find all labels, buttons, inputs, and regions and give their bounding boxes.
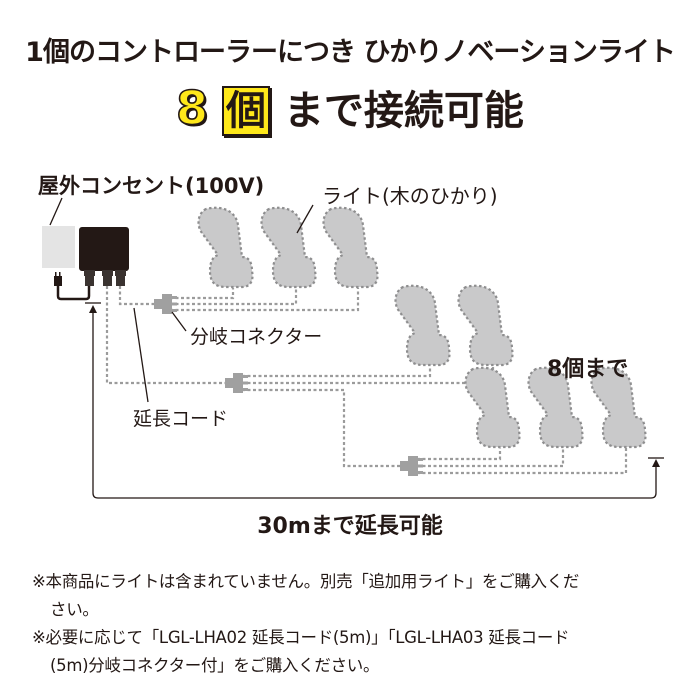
branch-connector-1 [154, 294, 177, 314]
extension-range-arrow [85, 302, 664, 499]
note-2-line-1: ※必要に応じて「LGL-LHA02 延長コード(5m)」「LGL-LHA03 延… [32, 628, 570, 647]
branch-connector-label: 分岐コネクター [190, 326, 323, 348]
light-3 [322, 206, 379, 289]
extension-cord-label: 延長コード [133, 408, 229, 430]
headline-count-number: 8 [175, 80, 209, 136]
headline-line1: 1個のコントローラーにつき ひかりノベーションライト [25, 37, 676, 68]
headline-line2: 8 個 まで接続可能 [0, 78, 700, 136]
plug-icon [54, 272, 91, 301]
note-2-line-2: (5m)分岐コネクター付」をご購入ください。 [50, 656, 380, 675]
branch-connector-3 [400, 456, 423, 476]
controller [79, 227, 129, 286]
outlet [42, 226, 75, 268]
headline-rest: まで接続可能 [270, 88, 524, 134]
cord-leader-line [133, 307, 149, 403]
max-extension-label: 30mまで延長可能 [257, 514, 443, 539]
outlet-leader-line [49, 197, 63, 226]
branch-connector-2 [225, 373, 248, 393]
light-4 [394, 284, 451, 367]
cords [105, 286, 628, 475]
light-6 [464, 366, 521, 449]
light-label: ライト(木のひかり) [322, 184, 498, 208]
cord-to-branch-1 [118, 286, 154, 306]
branch-leader-line [171, 311, 187, 332]
headline-count-unit: 個 [222, 86, 270, 136]
light-leader-line [296, 204, 314, 234]
note-1-line-1: ※本商品にライトは含まれていません。別売「追加用ライト」をご購入くだ [32, 572, 580, 591]
light-2 [260, 206, 317, 289]
outlet-label: 屋外コンセント(100V) [38, 174, 265, 198]
light-5 [457, 284, 514, 367]
max-lights-label: 8個まで [547, 357, 629, 382]
light-1 [197, 206, 254, 289]
note-1-line-2: さい。 [50, 600, 99, 619]
cord-to-branch-3 [242, 388, 400, 468]
